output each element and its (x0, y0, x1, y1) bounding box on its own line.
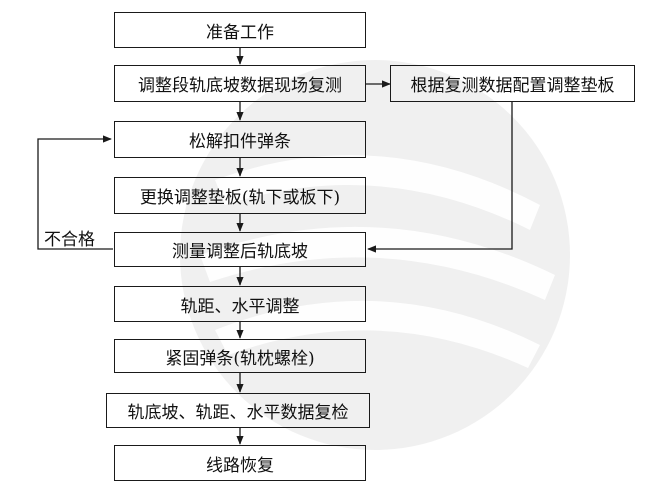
node-resurvey: 调整段轨底坡数据现场复测 (114, 65, 366, 102)
node-recheck: 轨底坡、轨距、水平数据复检 (106, 393, 370, 428)
edge-config-measure (367, 102, 513, 253)
node-gauge-level: 轨距、水平调整 (114, 286, 366, 322)
watermark-swoosh-1 (215, 155, 540, 230)
edge-label-unqualified: 不合格 (44, 230, 95, 250)
node-restore: 线路恢复 (114, 445, 366, 481)
watermark-swoosh-3 (215, 300, 540, 368)
node-config-pads: 根据复测数据配置调整垫板 (390, 65, 635, 102)
node-loosen-clips: 松解扣件弹条 (114, 121, 366, 158)
node-fasten-clips: 紧固弹条(轨枕螺栓) (114, 339, 366, 373)
watermark-swoosh-2 (200, 226, 555, 300)
node-prepare: 准备工作 (114, 12, 366, 48)
edge-fail-loop (37, 135, 113, 250)
node-measure-cant: 测量调整后轨底坡 (114, 232, 366, 267)
node-replace-pads: 更换调整垫板(轨下或板下) (114, 177, 366, 214)
